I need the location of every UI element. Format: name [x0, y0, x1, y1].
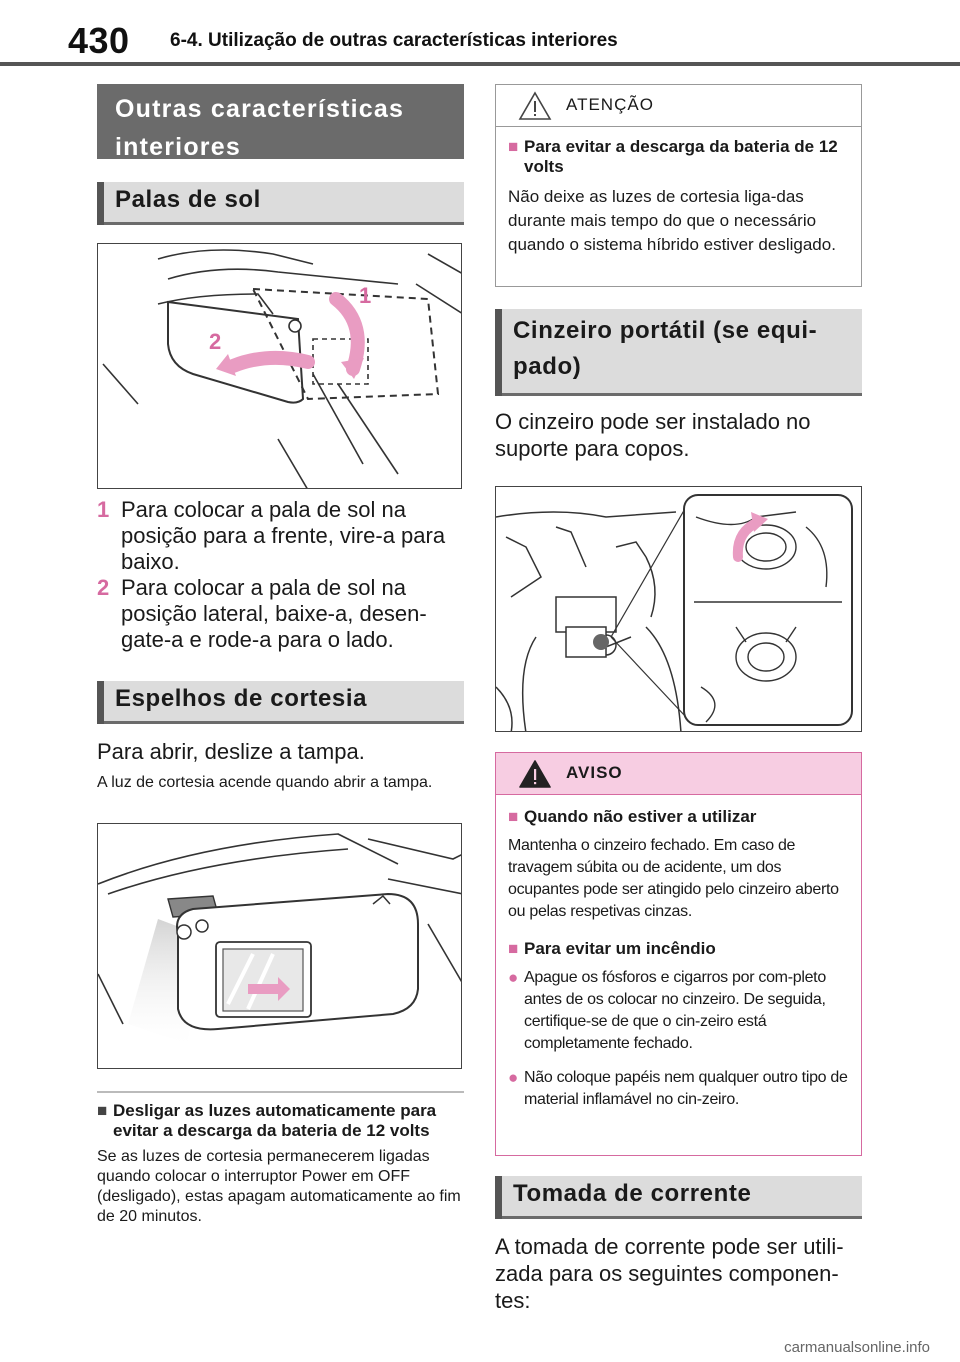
warning-heading-2-row: ■ Para evitar um incêndio — [508, 939, 849, 959]
step-text: Para colocar a pala de sol na posição la… — [121, 575, 427, 652]
ashtray-drawing — [496, 494, 853, 731]
power-outlet-intro: A tomada de corrente pode ser utili-zada… — [495, 1234, 844, 1313]
caution-triangle-icon — [518, 91, 552, 120]
vanity-note: A luz de cortesia acende quando abrir a … — [97, 774, 433, 791]
step-1: 1 Para colocar a pala de sol na posição … — [97, 497, 464, 575]
bullet-dot-icon: ● — [508, 1068, 518, 1087]
ashtray-illustration — [495, 486, 862, 732]
attention-header: ATENÇÃO — [496, 85, 861, 127]
warning-heading-2: Para evitar um incêndio — [524, 939, 716, 958]
auto-off-heading-row: ■ Desligar as luzes automaticamente para… — [97, 1101, 464, 1141]
step-number: 2 — [97, 575, 110, 600]
warning-heading-1: Quando não estiver a utilizar — [524, 807, 757, 826]
auto-off-section: ■ Desligar as luzes automaticamente para… — [97, 1091, 464, 1227]
attention-heading-row: ■ Para evitar a descarga da bateria de 1… — [508, 137, 849, 177]
left-column: Outras características interiores Palas … — [97, 84, 464, 1227]
watermark: carmanualsonline.info — [784, 1339, 930, 1356]
step-text: Para colocar a pala de sol na posição pa… — [121, 497, 446, 574]
warning-body: ■ Quando não estiver a utilizar Mantenha… — [496, 795, 861, 1123]
bullet-text: Não coloque papéis nem qualquer outro ti… — [524, 1069, 848, 1108]
chapter-title: 6-4. Utilização de outras característica… — [170, 30, 618, 51]
vanity-intro: Para abrir, deslize a tampa. — [97, 739, 365, 764]
warning-heading-1-row: ■ Quando não estiver a utilizar — [508, 807, 849, 827]
attention-text: Não deixe as luzes de cortesia liga-das … — [508, 187, 836, 254]
attention-label: ATENÇÃO — [566, 95, 654, 114]
section-title-power-outlet: Tomada de corrente — [495, 1176, 862, 1219]
sun-visor-drawing — [102, 249, 461, 488]
warning-box: AVISO ■ Quando não estiver a utilizar Ma… — [495, 752, 862, 1156]
step-number: 1 — [97, 497, 110, 522]
main-title: Outras características interiores — [97, 84, 464, 161]
attention-heading: Para evitar a descarga da bateria de 12 … — [524, 137, 838, 176]
section-title-sun-visors: Palas de sol — [97, 182, 464, 225]
attention-box: ATENÇÃO ■ Para evitar a descarga da bate… — [495, 84, 862, 287]
auto-off-text: Se as luzes de cortesia permanecerem lig… — [97, 1148, 461, 1225]
sun-visor-illustration — [97, 243, 462, 489]
section-title-ashtray: Cinzeiro portátil (se equi-pado) — [495, 309, 862, 396]
warning-bullet-1: ● Apague os fósforos e cigarros por com-… — [508, 967, 849, 1055]
bullet-dot-icon: ● — [508, 968, 518, 987]
header-rule — [0, 62, 960, 66]
bullet-text: Apague os fósforos e cigarros por com-pl… — [524, 969, 826, 1052]
square-bullet-icon: ■ — [508, 807, 519, 826]
step-2: 2 Para colocar a pala de sol na posição … — [97, 575, 464, 653]
callout-2: 2 — [209, 329, 222, 354]
warning-label: AVISO — [566, 763, 623, 782]
square-bullet-icon: ■ — [508, 939, 519, 958]
ashtray-intro: O cinzeiro pode ser instalado no suporte… — [495, 409, 811, 461]
page-number: 430 — [68, 20, 130, 61]
right-column: ATENÇÃO ■ Para evitar a descarga da bate… — [495, 84, 862, 1314]
section-title-vanity-mirrors: Espelhos de cortesia — [97, 681, 464, 724]
attention-body: ■ Para evitar a descarga da bateria de 1… — [496, 127, 861, 269]
auto-off-heading: Desligar as luzes automaticamente para e… — [113, 1101, 437, 1140]
vanity-mirror-illustration — [97, 823, 462, 1069]
vanity-mirror-drawing — [98, 833, 461, 1044]
warning-text-1: Mantenha o cinzeiro fechado. Em caso de … — [508, 837, 839, 920]
warning-bullet-2: ● Não coloque papéis nem qualquer outro … — [508, 1067, 849, 1111]
warning-header: AVISO — [496, 753, 861, 795]
warning-triangle-icon — [519, 760, 551, 788]
square-bullet-icon: ■ — [97, 1101, 108, 1120]
callout-1: 1 — [359, 283, 372, 308]
square-bullet-icon: ■ — [508, 137, 519, 156]
